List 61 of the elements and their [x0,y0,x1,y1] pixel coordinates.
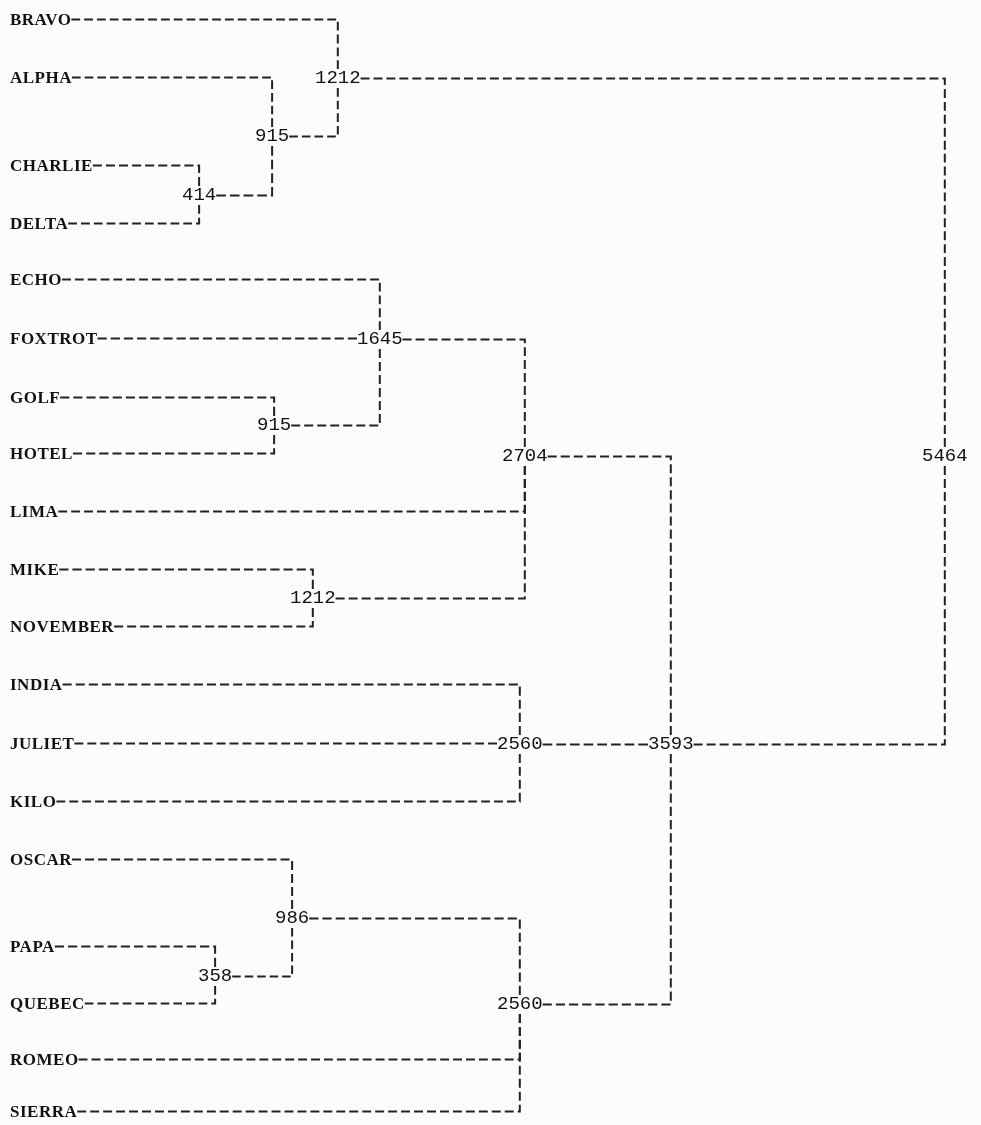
cluster-item-label: JULIET [10,735,75,752]
dendrogram-connector [71,858,294,910]
dendrogram-connector [334,465,526,600]
cluster-item-label: ECHO [10,271,63,288]
merge-distance-label: 3593 [648,735,694,754]
dendrogram-connector [73,742,498,745]
dendrogram-connector [215,145,274,197]
merge-distance-label: 414 [182,186,217,205]
dendrogram-connector [58,568,314,590]
dendrogram-connector [541,753,672,1006]
dendrogram-connector [541,743,649,746]
dendrogram-connector [76,1013,521,1113]
dendrogram-connector [546,455,672,736]
cluster-item-label: NOVEMBER [10,618,115,635]
dendrogram-connector [96,337,358,340]
cluster-item-label: ALPHA [10,69,72,86]
merge-distance-label: 915 [255,127,290,146]
cluster-item-label: CHARLIE [10,157,93,174]
dendrogram-connector [290,348,381,427]
cluster-item-label: PAPA [10,938,55,955]
merge-distance-label: 915 [257,416,292,435]
dendrogram-connector [91,164,201,187]
cluster-item-label: QUEBEC [10,995,85,1012]
dendrogram-connector [288,87,339,138]
cluster-item-label: HOTEL [10,445,73,462]
dendrogram-connector [59,396,276,417]
dendrogram-connector [61,683,521,736]
dendrogram-connector [401,338,526,448]
dendrogram-connector [231,927,294,978]
merge-distance-label: 358 [198,967,233,986]
dendrogram-connector [308,917,521,996]
cluster-item-label: INDIA [10,676,63,693]
dendrogram-connector [53,945,217,968]
merge-distance-label: 986 [275,909,310,928]
dendrogram-connector [71,434,276,455]
dendrogram-connector [71,76,274,128]
dendrogram-connector [55,753,521,803]
merge-distance-label: 1645 [357,330,403,349]
cluster-item-label: KILO [10,793,57,810]
cluster-item-label: OSCAR [10,851,72,868]
cluster-item-label: GOLF [10,389,61,406]
dendrogram-connector [61,278,381,331]
cluster-item-label: MIKE [10,561,60,578]
merge-distance-label: 1212 [315,69,361,88]
merge-distance-label: 5464 [922,447,968,466]
dendrogram-connector [83,985,217,1005]
cluster-item-label: ROMEO [10,1051,79,1068]
dendrogram-connector [70,18,339,70]
merge-distance-label: 2560 [497,995,543,1014]
cluster-item-label: DELTA [10,215,69,232]
cluster-item-label: SIERRA [10,1103,78,1120]
cluster-item-label: BRAVO [10,11,72,28]
dendrogram-connector [359,77,946,448]
merge-distance-label: 2560 [497,735,543,754]
cluster-item-label: LIMA [10,503,59,520]
dendrogram-connector [113,607,314,628]
cluster-item-label: FOXTROT [10,330,98,347]
merge-distance-label: 1212 [290,589,336,608]
merge-distance-label: 2704 [502,447,548,466]
dendrogram-connector [692,465,946,746]
dendrogram-connector [67,204,201,225]
